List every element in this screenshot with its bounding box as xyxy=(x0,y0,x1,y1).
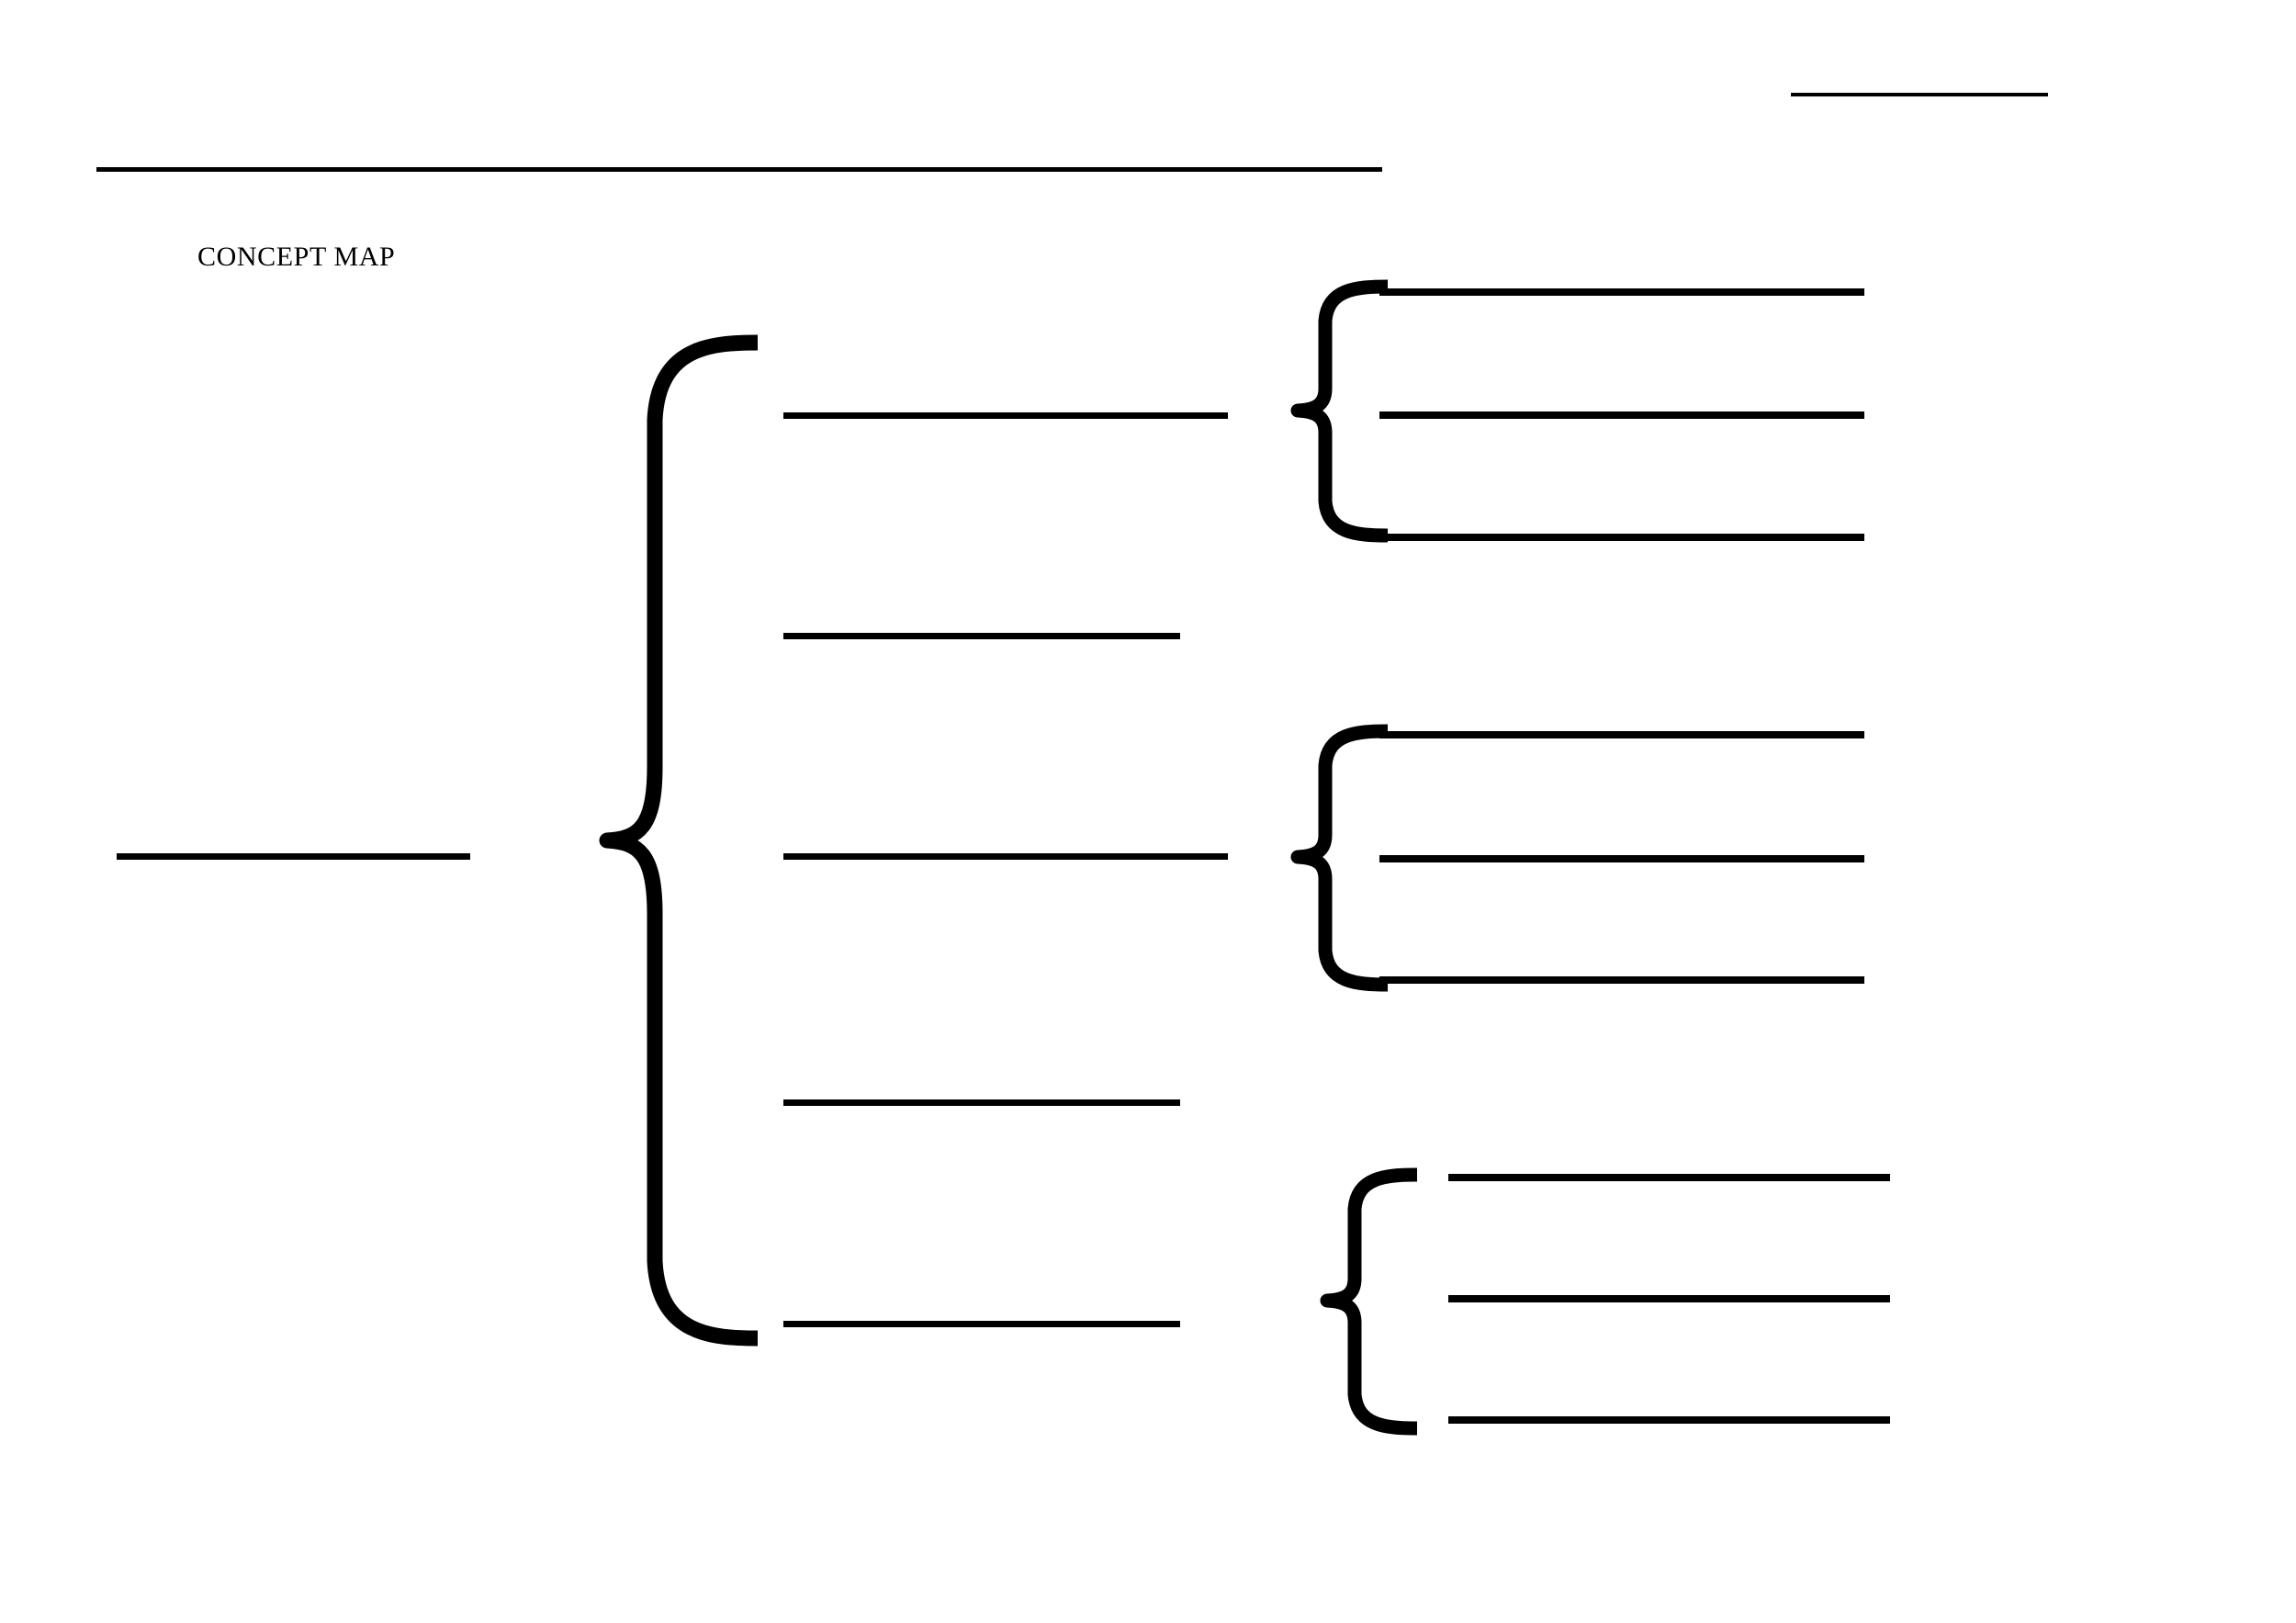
branch-blank-line-5[interactable] xyxy=(783,1321,1180,1327)
detail-blank-line-1-1[interactable] xyxy=(1379,288,1864,296)
main-brace xyxy=(599,334,762,1347)
sub-brace-1 xyxy=(1290,279,1392,543)
detail-blank-line-1-2[interactable] xyxy=(1379,411,1864,419)
sub-brace-2 xyxy=(1290,724,1392,992)
detail-blank-line-2-3[interactable] xyxy=(1379,976,1864,984)
sub-brace-3-glyph xyxy=(1320,1167,1418,1436)
main-brace-glyph xyxy=(599,334,759,1347)
detail-blank-line-3-2[interactable] xyxy=(1448,1295,1890,1302)
branch-blank-line-1[interactable] xyxy=(783,412,1228,419)
detail-blank-line-3-3[interactable] xyxy=(1448,1416,1890,1424)
branch-blank-line-4[interactable] xyxy=(783,1099,1180,1106)
top-right-name-rule[interactable] xyxy=(1791,93,2048,96)
detail-blank-line-2-2[interactable] xyxy=(1379,855,1864,862)
branch-blank-line-2[interactable] xyxy=(783,633,1180,639)
sub-brace-3 xyxy=(1320,1167,1422,1436)
detail-blank-line-2-1[interactable] xyxy=(1379,731,1864,738)
branch-blank-line-3[interactable] xyxy=(783,853,1228,860)
sub-brace-1-glyph xyxy=(1290,279,1389,543)
page-title: CONCEPT MAP xyxy=(197,242,396,272)
detail-blank-line-1-3[interactable] xyxy=(1379,534,1864,541)
sub-brace-2-glyph xyxy=(1290,724,1389,992)
detail-blank-line-3-1[interactable] xyxy=(1448,1174,1890,1181)
header-divider-rule xyxy=(96,167,1382,172)
root-topic-blank-line[interactable] xyxy=(117,853,470,860)
